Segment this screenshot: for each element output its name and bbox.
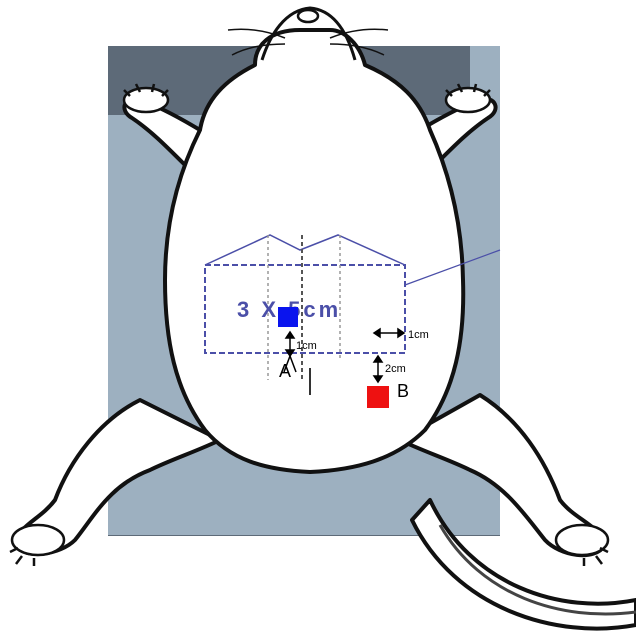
site-b-label: B (397, 381, 409, 401)
left-hind-paw (9, 523, 66, 566)
rat-head (260, 6, 357, 61)
site-a-arrow (284, 330, 296, 358)
site-b-marker (367, 386, 389, 408)
site-a-label: A (279, 361, 291, 381)
rat-body (163, 28, 466, 474)
rat-nose (296, 8, 320, 24)
rat-tail (410, 498, 636, 631)
rat-whiskers (227, 28, 389, 56)
left-front-leg (122, 97, 202, 167)
incision-box-top-flaps (204, 234, 406, 266)
right-hind-paw (554, 523, 610, 566)
incision-box (204, 264, 406, 354)
site-a-marker (278, 307, 298, 327)
site-b-arrow (372, 354, 384, 384)
rat-tail-shadow (438, 524, 636, 616)
left-front-paw (122, 83, 170, 114)
right-front-paw (444, 83, 492, 114)
measure-below-box: 1cm (296, 340, 317, 352)
measure-right: 1cm (408, 329, 429, 341)
site-a-pointer (283, 355, 297, 373)
right-measure-arrow (372, 327, 406, 339)
measure-to-b: 2cm (385, 363, 406, 375)
incision-pointer-line (404, 249, 501, 286)
